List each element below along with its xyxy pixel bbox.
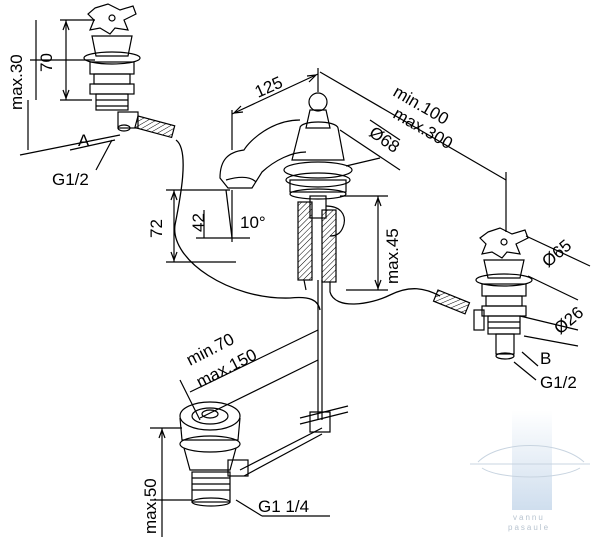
drain-dims [150,427,330,537]
watermark-line1: vannu [513,513,545,522]
dim-max50: max.50 [141,478,160,534]
dim-10deg: 10° [240,213,266,232]
dim-max45: max.45 [383,228,402,284]
left-hose [174,139,321,311]
thread-drain-label: G1 1/4 [258,497,309,516]
popup-drain [179,401,249,507]
dim-125: 125 [252,73,286,102]
right-hose [329,288,441,305]
right-hose-braid [432,289,471,315]
dim-72: 72 [147,219,166,238]
label-b: B [540,349,551,368]
dim-dia26: Ø26 [550,303,587,338]
spout-body [219,92,353,420]
dim-dia65: Ø65 [538,236,575,271]
dim-42: 42 [189,213,208,232]
spout-dims [166,68,507,291]
watermark-logo [470,410,590,510]
dim-max30: max.30 [7,54,26,110]
dim-70: 70 [37,53,56,72]
thread-right-label: G1/2 [540,373,577,392]
left-valve [83,3,176,139]
label-a: A [78,131,90,150]
thread-left-label: G1/2 [52,170,89,189]
right-valve [473,227,533,360]
drain-linkage [179,329,349,477]
watermark-line2: pasaule [508,523,550,532]
right-valve-dims [513,235,591,381]
left-valve-dims [19,19,121,156]
dim-dia68: Ø68 [366,123,403,157]
